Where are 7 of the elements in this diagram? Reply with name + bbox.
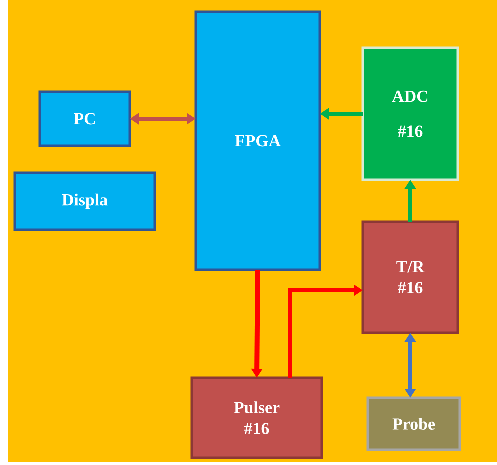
block-box: PC — [38, 90, 132, 148]
block-box: Probe — [366, 396, 462, 452]
block-box: Pulser #16 — [190, 376, 324, 460]
block-box: ADC #16 — [362, 46, 460, 182]
block-box: T/R #16 — [362, 220, 460, 334]
block-box: Displa — [14, 172, 156, 232]
block-box: FPGA — [194, 10, 322, 272]
